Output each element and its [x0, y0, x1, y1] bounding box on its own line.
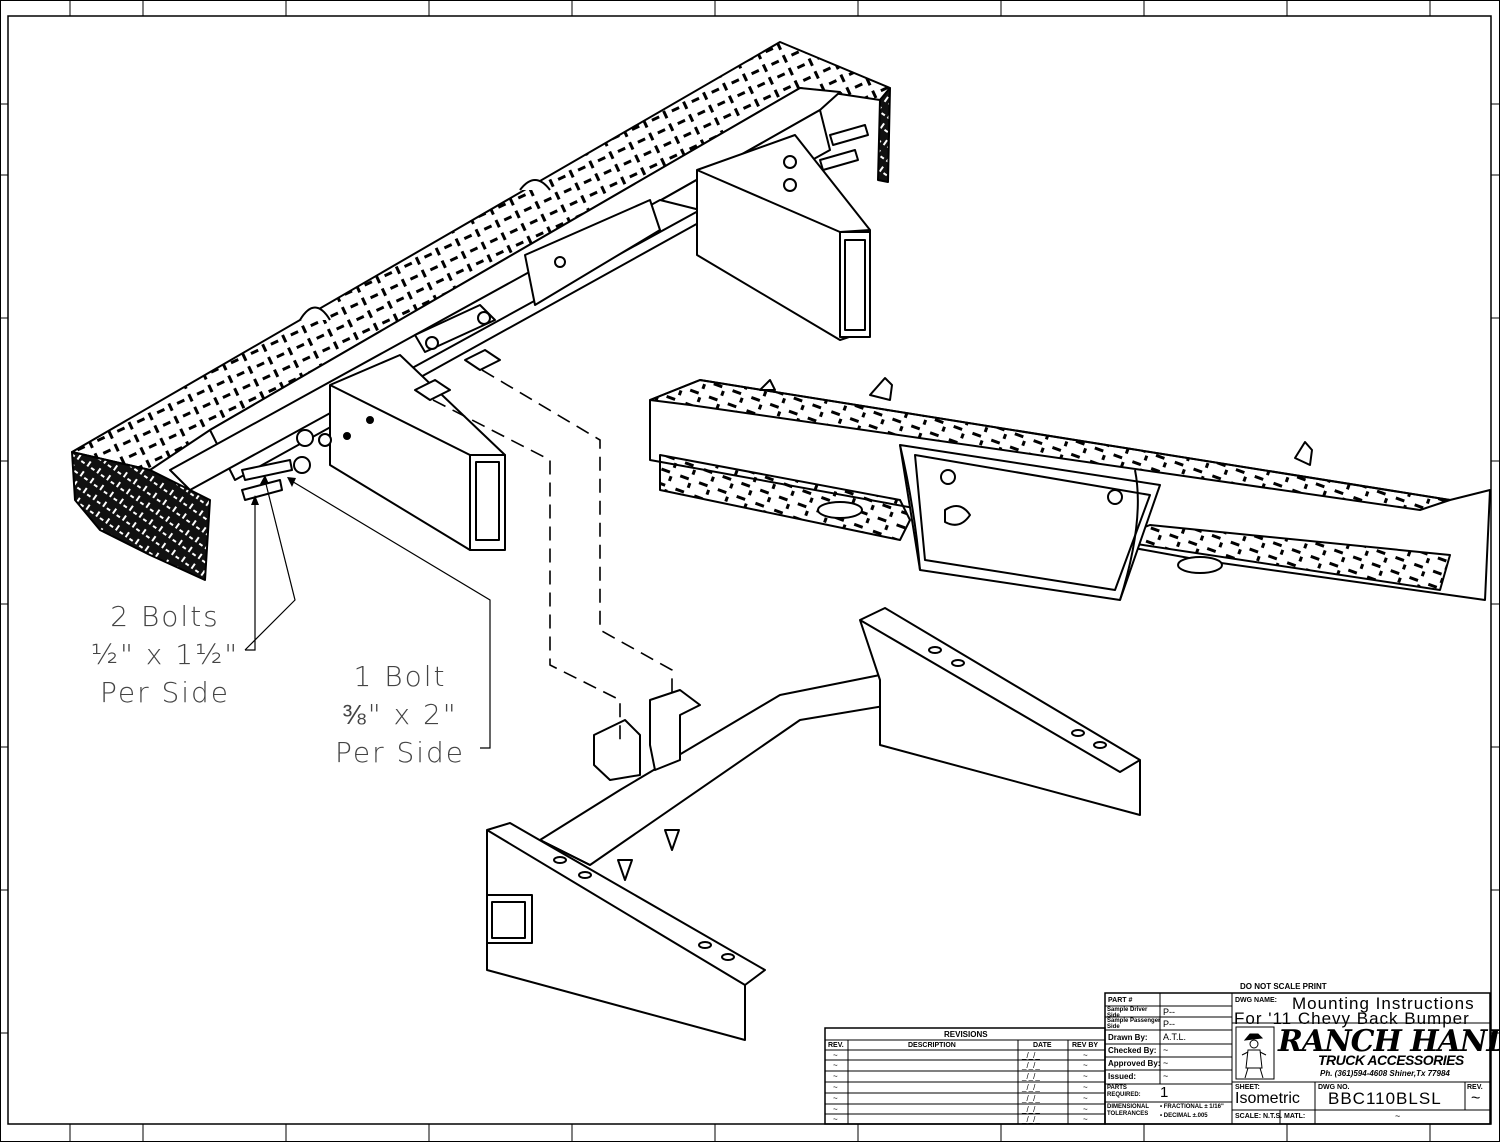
logo-main-text: RANCH HAND — [1278, 1024, 1500, 1059]
revisions-row-7-rev-by-cell: ~ — [1083, 1115, 1088, 1124]
revisions-row-1-rev-by-cell: ~ — [1083, 1051, 1088, 1060]
revisions-row-6-date-cell: _/_/_ — [1022, 1105, 1040, 1114]
do-not-scale-note: DO NOT SCALE PRINT — [1240, 982, 1327, 991]
rev-header-description: DESCRIPTION — [908, 1042, 956, 1049]
revisions-row-7-date-cell: _/_/_ — [1022, 1115, 1040, 1124]
callout-three-eighths-bolt: 1 Bolt ⅜" x 2" Per Side — [300, 658, 500, 772]
revisions-row-1-rev-cell: ~ — [833, 1051, 838, 1060]
parts-required-value: 1 — [1160, 1084, 1169, 1101]
fractional-tolerance: • FRACTIONAL ± 1/16" — [1160, 1104, 1224, 1110]
revisions-row-4-date-cell: _/_/_ — [1022, 1083, 1040, 1092]
issued-value: ~ — [1163, 1071, 1169, 1081]
logo-sub-text: TRUCK ACCESSORIES — [1318, 1052, 1464, 1068]
revisions-row-3-rev-by-cell: ~ — [1083, 1072, 1088, 1081]
revisions-row-2-date-cell: _/_/_ — [1022, 1061, 1040, 1070]
matl-label: MATL: — [1284, 1113, 1306, 1120]
bumper-assembled-view — [649, 377, 1491, 601]
approved-by-value: ~ — [1163, 1058, 1169, 1068]
revisions-row-5-rev-cell: ~ — [833, 1094, 838, 1103]
revisions-row-2-rev-cell: ~ — [833, 1061, 838, 1070]
revisions-row-3-rev-cell: ~ — [833, 1072, 838, 1081]
rev-value: ~ — [1471, 1090, 1481, 1107]
revisions-row-2-rev-by-cell: ~ — [1083, 1061, 1088, 1070]
hitch-frame — [486, 607, 1141, 1041]
tolerances-label: DIMENSIONAL TOLERANCES — [1107, 1104, 1149, 1117]
revisions-row-5-date-cell: _/_/_ — [1022, 1094, 1040, 1103]
title-block-grid — [824, 992, 1491, 1125]
rev-header-rev: REV. — [828, 1042, 844, 1049]
callout-half-line-1: 2 Bolts — [110, 600, 220, 633]
part-number-label: PART # — [1108, 997, 1133, 1004]
revisions-row-3-date-cell: _/_/_ — [1022, 1072, 1040, 1081]
driver-side-label: Sample Driver Side — [1107, 1007, 1148, 1019]
callout-half-inch-bolts: 2 Bolts ½" x 1½" Per Side — [60, 598, 270, 712]
bumper-rear-view — [71, 41, 891, 581]
checked-by-label: Checked By: — [1108, 1046, 1157, 1055]
rev-header-date: DATE — [1033, 1042, 1052, 1049]
dwg-name-line-1: Mounting Instructions — [1292, 994, 1475, 1013]
logo-phone-text: Ph. (361)594-4608 Shiner,Tx 77984 — [1320, 1069, 1450, 1078]
dwg-no-value: BBC110BLSL — [1328, 1089, 1442, 1108]
drawn-by-value: A.T.L. — [1163, 1032, 1187, 1042]
callout-38-line-2: ⅜" x 2" — [342, 698, 458, 731]
decimal-tolerance: • DECIMAL ±.005 — [1160, 1113, 1208, 1119]
passenger-side-value: P-- — [1163, 1019, 1175, 1029]
issued-label: Issued: — [1108, 1072, 1137, 1081]
revisions-title: REVISIONS — [944, 1030, 988, 1039]
callout-leaders — [244, 479, 491, 749]
revisions-row-7-rev-cell: ~ — [833, 1115, 838, 1124]
drawn-by-label: Drawn By: — [1108, 1033, 1148, 1042]
passenger-side-label: Sample Passenger Side — [1107, 1018, 1161, 1030]
callout-arrowheads — [251, 475, 296, 505]
callout-half-line-2: ½" x 1½" — [90, 638, 240, 671]
callout-38-line-3: Per Side — [334, 736, 466, 769]
revisions-row-4-rev-by-cell: ~ — [1083, 1083, 1088, 1092]
approved-by-label: Approved By: — [1108, 1059, 1161, 1068]
scale-label: SCALE: N.T.S. — [1235, 1113, 1283, 1120]
revisions-row-1-date-cell: _/_/_ — [1022, 1051, 1040, 1060]
sheet-label: SHEET: — [1235, 1084, 1260, 1091]
dwg-no-label: DWG NO. — [1318, 1084, 1350, 1091]
revisions-row-6-rev-by-cell: ~ — [1083, 1105, 1088, 1114]
alignment-dashes — [432, 369, 673, 740]
sheet-value: Isometric — [1235, 1090, 1300, 1107]
ranch-hand-logo-figure — [1235, 1026, 1275, 1080]
matl-value: ~ — [1395, 1111, 1401, 1121]
revisions-row-5-rev-by-cell: ~ — [1083, 1094, 1088, 1103]
parts-required-label: PARTS REQUIRED: — [1107, 1085, 1141, 1098]
revisions-row-4-rev-cell: ~ — [833, 1083, 838, 1092]
callout-half-line-3: Per Side — [99, 676, 231, 709]
dwg-name-label: DWG NAME: — [1235, 997, 1277, 1004]
dwg-name-line-2: For '11 Chevy Back Bumper — [1234, 1009, 1470, 1028]
revisions-row-6-rev-cell: ~ — [833, 1105, 838, 1114]
rev-header-rev-by: REV BY — [1072, 1042, 1099, 1049]
callout-38-line-1: 1 Bolt — [353, 660, 447, 693]
driver-side-value: P-- — [1163, 1007, 1175, 1017]
checked-by-value: ~ — [1163, 1045, 1169, 1055]
rev-label: REV. — [1467, 1084, 1483, 1091]
